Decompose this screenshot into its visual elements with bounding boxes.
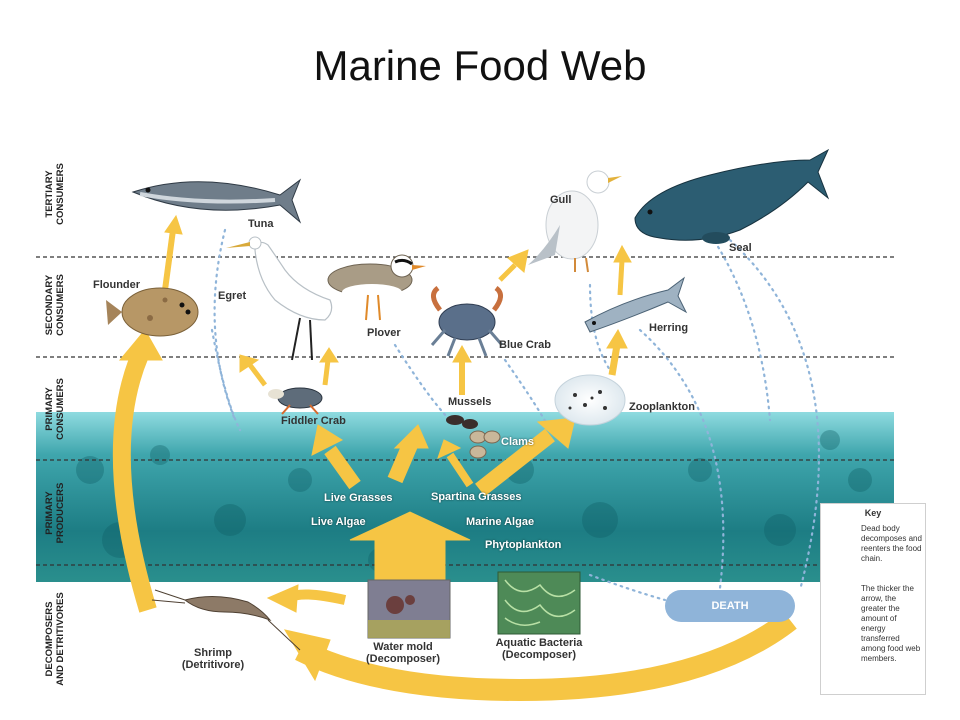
label-flounder: Flounder	[93, 279, 141, 291]
aquatic-bacteria-photo	[497, 571, 581, 635]
death-node: DEATH	[665, 590, 795, 622]
fiddler-crab-illustration	[268, 387, 323, 415]
shrimp-illustration	[151, 589, 301, 651]
label-gull: Gull	[550, 194, 572, 206]
water-mold-photo	[367, 579, 451, 639]
egret-illustration	[226, 236, 333, 361]
zooplankton-illustration	[554, 374, 626, 426]
seal-illustration	[634, 148, 830, 244]
label-blue-crab: Blue Crab	[499, 339, 551, 351]
herring-illustration	[584, 276, 688, 333]
page-title: Marine Food Web	[313, 42, 647, 89]
clams-illustration	[469, 430, 501, 459]
label-aquatic-bacteria: Aquatic Bacteria(Decomposer)	[495, 637, 583, 661]
label-fiddler-crab: Fiddler Crab	[281, 415, 346, 427]
label-plover: Plover	[367, 327, 401, 339]
label-water-mold: Water mold(Decomposer)	[366, 641, 440, 665]
label-live-algae: Live Algae	[311, 516, 366, 528]
energy-arrows	[112, 214, 797, 702]
key-box: Key Dead body decomposes and reenters th…	[820, 503, 926, 695]
label-herring: Herring	[649, 322, 689, 334]
key-arrow-text: The thicker the arrow, the greater the a…	[861, 584, 921, 663]
key-dotted-line-text: Dead body decomposes and reenters the fo…	[861, 524, 922, 563]
label-mussels: Mussels	[448, 396, 492, 408]
blue-crab-illustration	[430, 285, 504, 357]
tuna-illustration	[131, 178, 302, 224]
flounder-illustration	[106, 287, 199, 337]
label-seal: Seal	[729, 242, 752, 254]
underwater-band	[36, 412, 894, 582]
label-clams: Clams	[501, 436, 535, 448]
label-marine-algae: Marine Algae	[466, 516, 535, 528]
gull-illustration	[528, 170, 622, 273]
label-zooplankton: Zooplankton	[629, 401, 695, 413]
label-egret: Egret	[218, 290, 247, 302]
label-spartina-grasses: Spartina Grasses	[431, 491, 522, 503]
label-live-grasses: Live Grasses	[324, 492, 393, 504]
label-phytoplankton: Phytoplankton	[485, 539, 562, 551]
label-shrimp: Shrimp(Detritivore)	[181, 647, 245, 671]
plover-illustration	[327, 254, 426, 321]
label-tuna: Tuna	[248, 218, 274, 230]
key-title: Key	[864, 508, 882, 518]
mussels-illustration	[446, 415, 478, 429]
